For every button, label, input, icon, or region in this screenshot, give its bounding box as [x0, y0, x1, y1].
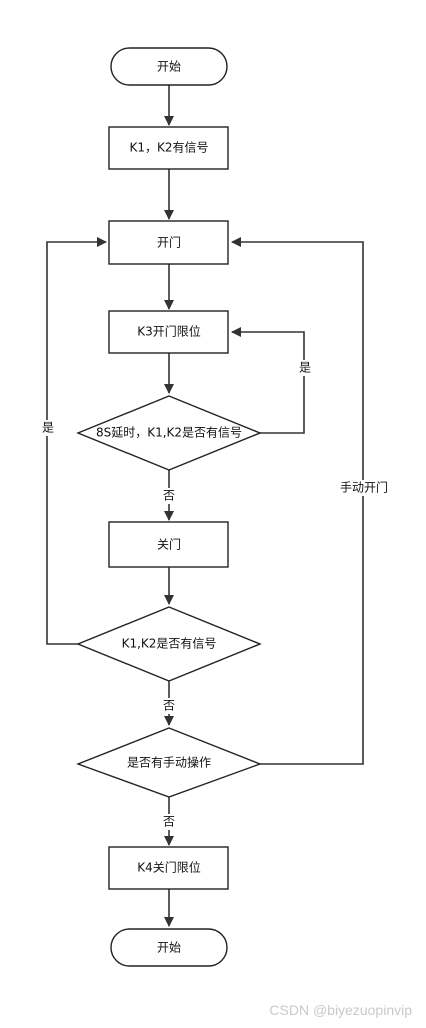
node-k3: K3开门限位: [108, 310, 229, 354]
node-k4-label: K4关门限位: [137, 860, 201, 875]
node-start-label: 开始: [157, 60, 181, 74]
edge-delay-yes-to-k3: [231, 327, 305, 434]
node-k4: K4关门限位: [108, 846, 229, 890]
edge-manual-to-open: [231, 237, 364, 765]
node-signal-label: K1，K2有信号: [129, 141, 208, 155]
node-end-label: 开始: [157, 941, 181, 955]
edge-k12-yes-to-open: [46, 237, 107, 645]
node-k12: K1,K2是否有信号: [76, 606, 262, 682]
node-delay-label: 8S延时，K1,K2是否有信号: [96, 426, 242, 440]
edge-label-no-manual: 否: [163, 815, 175, 829]
edge-label-manual-open: 手动开门: [340, 480, 388, 495]
node-manual-label: 是否有手动操作: [127, 755, 211, 770]
watermark: CSDN @biyezuopinvip: [269, 1002, 412, 1018]
node-close: 关门: [108, 521, 229, 568]
edge-label-yes-left: 是: [42, 421, 54, 435]
node-end: 开始: [110, 928, 228, 967]
node-k3-label: K3开门限位: [137, 324, 201, 339]
edge-label-no-k12: 否: [163, 699, 175, 713]
node-signal: K1，K2有信号: [108, 126, 229, 170]
node-k12-label: K1,K2是否有信号: [122, 637, 217, 651]
node-manual: 是否有手动操作: [76, 727, 262, 798]
node-open: 开门: [108, 220, 229, 265]
edges: [46, 85, 364, 927]
edge-label-no-delay: 否: [163, 489, 175, 503]
edge-label-yes-k3: 是: [299, 361, 311, 375]
edge-labels: 是 否 是 否 手动开门 否: [40, 360, 392, 830]
node-delay: 8S延时，K1,K2是否有信号: [76, 395, 262, 471]
node-open-label: 开门: [157, 235, 181, 250]
node-start: 开始: [110, 47, 228, 86]
node-close-label: 关门: [157, 537, 181, 552]
